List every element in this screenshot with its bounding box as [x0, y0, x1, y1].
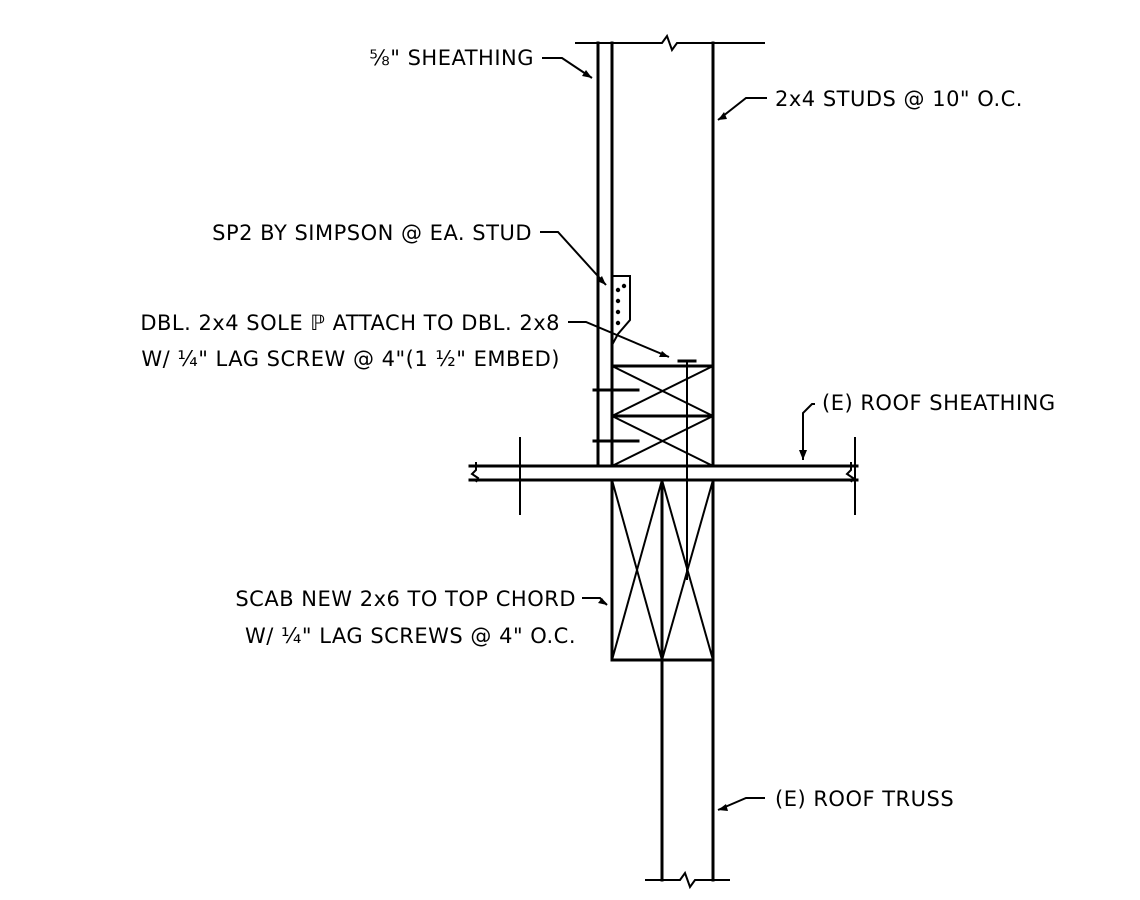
label-sole-plate-line1: DBL. 2x4 SOLE ℙ ATTACH TO DBL. 2x8: [140, 311, 560, 335]
label-sole-plate-line2: W/ ¼" LAG SCREW @ 4"(1 ½" EMBED): [141, 347, 560, 371]
lag-screw: [677, 359, 697, 580]
label-sheathing: ⅝" SHEATHING: [369, 46, 534, 70]
roof-sheathing: [468, 437, 859, 515]
bottom-break-line: [645, 870, 730, 890]
label-roof-sheathing: (E) ROOF SHEATHING: [822, 391, 1056, 415]
label-scab-line2: W/ ¼" LAG SCREWS @ 4" O.C.: [245, 624, 576, 648]
wall-sheathing: [596, 41, 614, 468]
double-sole-plate: [592, 364, 715, 468]
label-sp2-clip: SP2 BY SIMPSON @ EA. STUD: [212, 221, 532, 245]
scab-2x6: [610, 478, 715, 662]
label-roof-truss: (E) ROOF TRUSS: [775, 787, 954, 811]
leader-lines: [540, 57, 815, 811]
label-scab-line1: SCAB NEW 2x6 TO TOP CHORD: [235, 587, 576, 611]
sp2-clip: [611, 275, 631, 346]
label-studs: 2x4 STUDS @ 10" O.C.: [775, 87, 1023, 111]
roof-truss: [660, 478, 715, 882]
top-break-line: [575, 33, 765, 53]
